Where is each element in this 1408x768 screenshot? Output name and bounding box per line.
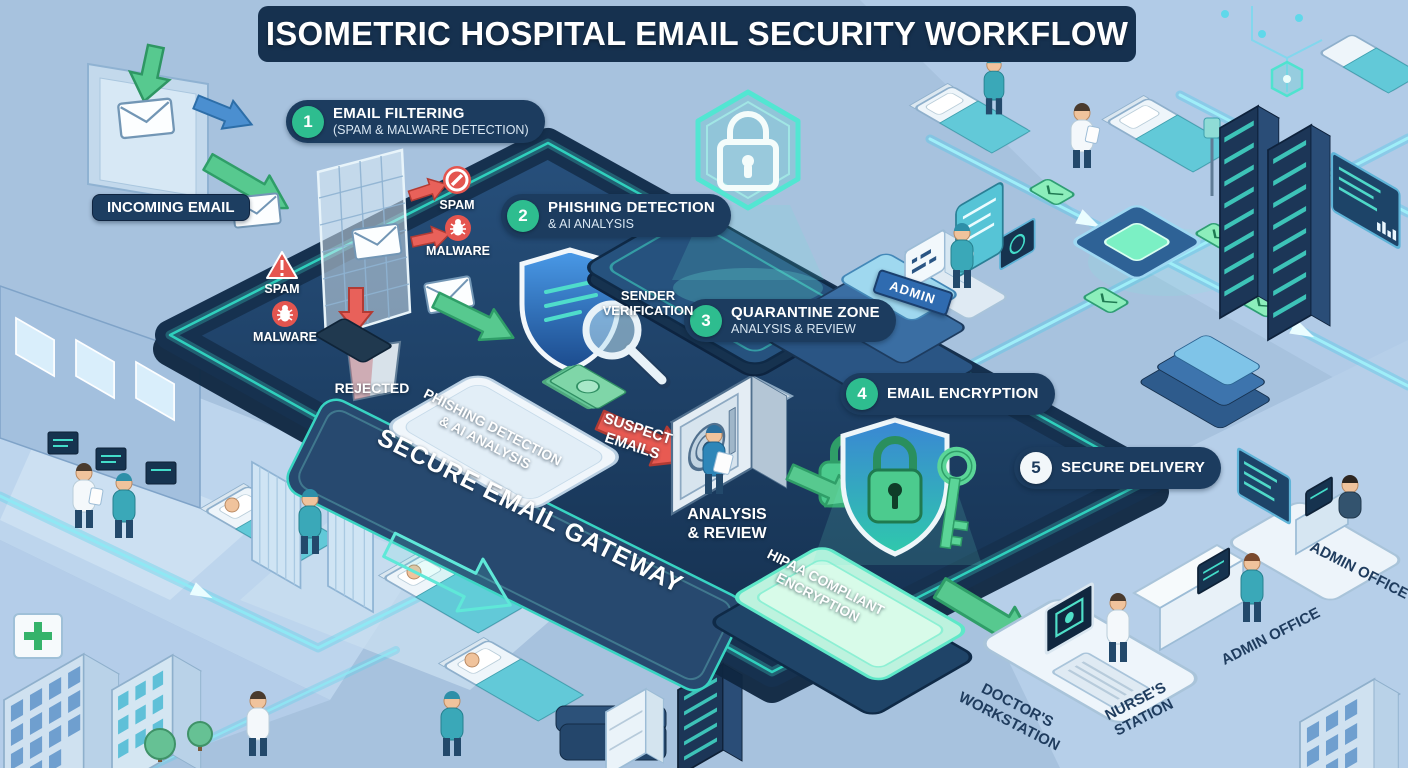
server-rack	[1267, 123, 1331, 342]
sender-verification-label: SENDER VERIFICATION	[602, 288, 694, 319]
step-1-badge: 1	[292, 105, 324, 138]
magnifier-icon	[582, 300, 671, 389]
wall-display	[1330, 152, 1401, 249]
padlock-icon	[717, 111, 779, 191]
hospital-bed	[1101, 95, 1236, 173]
key-icon	[937, 446, 977, 550]
analysis-review-label: ANALYSIS & REVIEW	[687, 506, 767, 542]
incoming-email-label: INCOMING EMAIL	[92, 194, 250, 221]
bug-icon	[272, 301, 298, 327]
person-doctor	[72, 463, 104, 528]
person-nurse	[440, 691, 464, 756]
patient-head	[224, 497, 240, 513]
incoming-arrow-down-icon	[127, 43, 172, 104]
hospital-bed	[1320, 34, 1408, 94]
person-nurse	[950, 223, 974, 288]
person-doctor	[1070, 103, 1101, 168]
step-5-secure-delivery: 5 SECURE DELIVERY	[1014, 447, 1222, 489]
step-4-email-encryption: 4 EMAIL ENCRYPTION	[840, 373, 1055, 415]
rejected-trash-bin	[315, 318, 402, 402]
nurse-station-desk	[1132, 543, 1245, 652]
reject-arrow-red	[407, 177, 448, 202]
malware-left-flag: MALWARE	[253, 300, 317, 344]
hospital-bed	[908, 83, 1031, 154]
spam-warning-flag: SPAM	[252, 250, 312, 296]
person-nurse	[298, 489, 322, 554]
rejected-label: REJECTED	[334, 380, 410, 396]
building	[110, 653, 203, 768]
encryption-station	[712, 417, 982, 715]
tree	[144, 721, 213, 762]
step-4-badge: 4	[846, 378, 878, 410]
ward-monitors	[47, 431, 177, 485]
person-admin-seated	[1338, 475, 1362, 519]
person-doctor	[1106, 593, 1130, 662]
reject-arrow-red	[410, 225, 451, 250]
flow-arrow-green	[431, 291, 515, 342]
step-3-badge: 3	[690, 304, 722, 337]
network-junction-node	[1073, 205, 1201, 279]
patient-head	[464, 652, 480, 668]
privacy-curtain	[251, 460, 302, 590]
bug-icon	[445, 215, 471, 241]
page-title: ISOMETRIC HOSPITAL EMAIL SECURITY WORKFL…	[258, 6, 1136, 62]
iv-stand	[1203, 117, 1221, 196]
doctors-workstation	[982, 582, 1198, 723]
envelope-icon	[117, 97, 176, 140]
building	[1299, 677, 1401, 768]
envelope-icon	[351, 222, 403, 261]
person-doctor	[246, 691, 270, 756]
step-2-phishing-detection: 2 PHISHING DETECTION& AI ANALYSIS	[501, 194, 731, 237]
step-2-badge: 2	[507, 199, 539, 232]
step-5-badge: 5	[1020, 452, 1052, 484]
no-entry-icon	[443, 166, 471, 194]
person-nurse	[1240, 553, 1264, 622]
person-analyst	[702, 425, 734, 494]
suspect-arrow-red	[594, 409, 693, 467]
building	[2, 652, 121, 768]
flow-arrow-green	[785, 463, 859, 508]
gateway-arrow-icon	[382, 531, 512, 613]
step-1-email-filtering: 1 EMAIL FILTERING(SPAM & MALWARE DETECTI…	[286, 100, 545, 143]
supply-cabinet	[604, 687, 666, 768]
person-nurse	[112, 473, 136, 538]
warning-triangle-icon	[266, 251, 298, 279]
incoming-arrow-blue-icon	[192, 94, 254, 130]
circuit-decoration	[1221, 6, 1323, 98]
first-aid-box	[13, 613, 63, 659]
malware-flag: MALWARE	[426, 214, 490, 258]
document-stack	[541, 364, 627, 410]
admin-office-area	[1229, 447, 1401, 601]
spam-flag: SPAM	[427, 164, 487, 212]
server-slab-stack	[1140, 335, 1270, 429]
